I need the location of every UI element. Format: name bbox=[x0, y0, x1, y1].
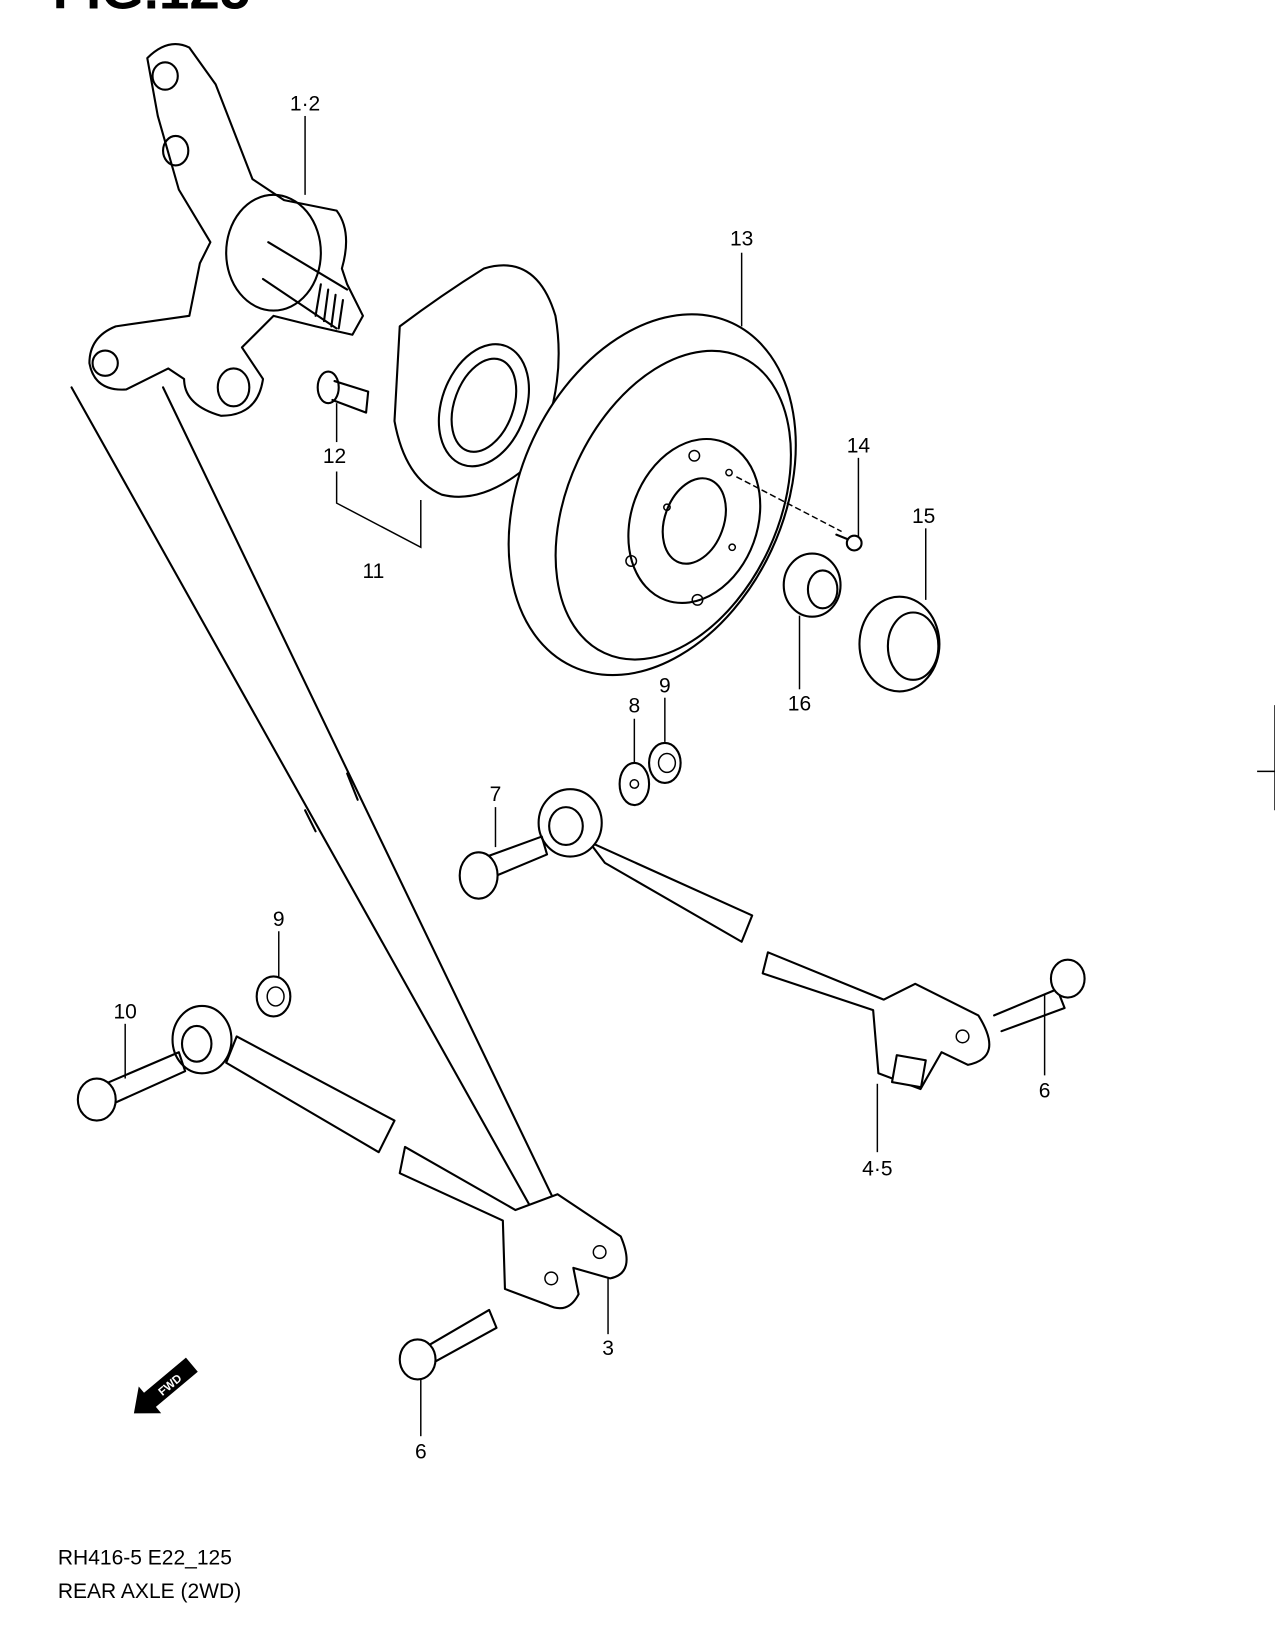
nut-part bbox=[648, 741, 682, 784]
figure-code: RH416-5 E22_125 bbox=[58, 1547, 232, 1570]
callout-13: 13 bbox=[730, 227, 753, 250]
callout-12: 12 bbox=[323, 445, 346, 468]
bolt-part bbox=[398, 1308, 498, 1381]
bolt-part bbox=[993, 958, 1086, 1033]
callout-9-lower: 9 bbox=[273, 908, 285, 931]
forward-arrow-icon: FWD bbox=[133, 1357, 198, 1414]
leader-lines bbox=[124, 115, 1046, 1437]
lateral-rod-part bbox=[537, 788, 991, 1091]
callout-1-2: 1·2 bbox=[290, 93, 320, 116]
washer-part bbox=[618, 761, 651, 807]
bolt-part bbox=[76, 1051, 187, 1122]
callout-8: 8 bbox=[628, 694, 640, 717]
page-edge-mark bbox=[1257, 705, 1275, 811]
callout-4-5: 4·5 bbox=[862, 1157, 892, 1180]
hub-nut-part bbox=[782, 552, 842, 618]
brake-drum-part bbox=[507, 313, 797, 677]
callout-6-lower: 6 bbox=[415, 1440, 427, 1463]
hub-bolt-part bbox=[316, 370, 370, 414]
callout-14: 14 bbox=[847, 435, 871, 458]
trailing-arm bbox=[70, 386, 578, 1248]
drum-screw-part bbox=[736, 476, 863, 552]
callout-3: 3 bbox=[602, 1337, 614, 1360]
bolt-part bbox=[458, 835, 549, 900]
callout-11: 11 bbox=[363, 560, 385, 583]
hub-cap-part bbox=[858, 595, 941, 693]
figure-caption: REAR AXLE (2WD) bbox=[58, 1580, 241, 1603]
callout-7: 7 bbox=[490, 783, 502, 806]
knuckle-part bbox=[88, 43, 364, 417]
callout-15: 15 bbox=[912, 505, 935, 528]
nut-part bbox=[255, 975, 292, 1018]
callout-16: 16 bbox=[788, 692, 811, 715]
figure-title: FIG.125 bbox=[53, 0, 251, 21]
callout-9-upper: 9 bbox=[659, 674, 671, 697]
hub-part bbox=[393, 264, 560, 498]
callout-10: 10 bbox=[113, 1001, 136, 1024]
callout-6-right: 6 bbox=[1039, 1079, 1051, 1102]
lower-rod-part bbox=[171, 1004, 628, 1310]
